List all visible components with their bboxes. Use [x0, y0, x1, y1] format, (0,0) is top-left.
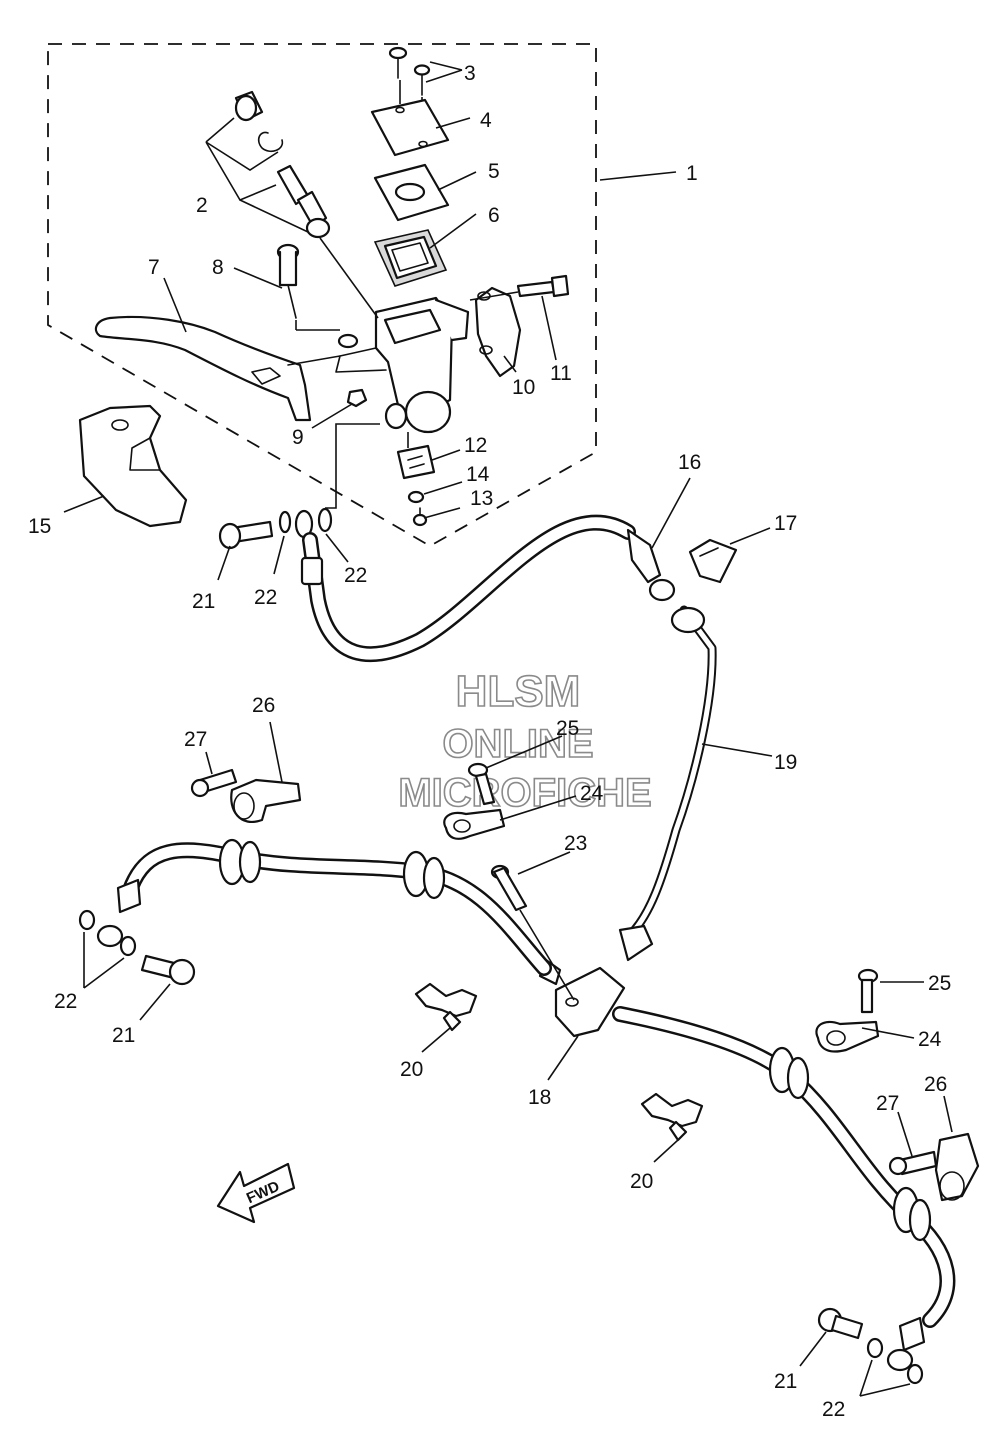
lever-holder: [474, 286, 522, 378]
callout-26-right: 26: [924, 1073, 947, 1096]
callout-23: 23: [564, 832, 587, 855]
left-union-bolt: [78, 909, 196, 986]
brake-light-switch: [396, 432, 436, 480]
callout-17: 17: [774, 512, 797, 535]
forward-direction-badge: FWD: [216, 1162, 296, 1224]
callout-24-middle: 24: [580, 782, 604, 805]
holder-bolt: [469, 274, 570, 301]
callout-26-left: 26: [252, 694, 275, 717]
callout-10: 10: [512, 376, 535, 399]
upper-union-bolt: [218, 423, 380, 550]
left-brake-hose: [96, 838, 552, 976]
callout-21-upper: 21: [192, 590, 215, 613]
callout-19: 19: [774, 751, 797, 774]
callout-18: 18: [528, 1086, 551, 1109]
callout-21-right: 21: [774, 1370, 797, 1393]
callout-7: 7: [148, 256, 160, 279]
callout-22-right: 22: [822, 1398, 845, 1421]
callout-22-upper-right: 22: [344, 564, 367, 587]
right-brake-hose: [612, 1006, 956, 1372]
right-lower-clamp: [888, 1132, 980, 1202]
reservoir-cap: [370, 98, 450, 157]
callout-leaders: [63, 61, 953, 1397]
callout-24-right: 24: [918, 1028, 942, 1051]
switch-screw: [412, 507, 428, 527]
callout-13: 13: [470, 487, 493, 510]
watermark: HLSM ONLINE MICROFICHE: [398, 666, 653, 816]
callout-22-left: 22: [54, 990, 77, 1013]
callout-25-middle: 25: [556, 717, 579, 740]
switch-washer: [407, 490, 425, 504]
assembly-boundary: [47, 43, 597, 548]
callout-20-right: 20: [630, 1170, 653, 1193]
cap-plate: [373, 163, 450, 222]
callout-22-upper-left: 22: [254, 586, 277, 609]
callout-14: 14: [466, 463, 490, 486]
watermark-line2: ONLINE: [442, 722, 593, 766]
hose-clip-20-left: [414, 982, 478, 1032]
watermark-line3: MICROFICHE: [398, 771, 651, 815]
callout-5: 5: [488, 160, 500, 183]
right-union-bolt: [817, 1307, 924, 1385]
callout-6: 6: [488, 204, 500, 227]
callout-16: 16: [678, 451, 701, 474]
right-clamp: [815, 968, 880, 1053]
hose-clip-17: [688, 538, 738, 584]
callout-labels: 1 2 3 4 5 6 7 8 9 10 11 12 13 14 15 16 1…: [28, 62, 951, 1421]
pivot-bolt: [276, 243, 359, 349]
watermark-line1: HLSM: [456, 667, 581, 716]
master-cylinder-body: [335, 296, 470, 434]
callout-27-left: 27: [184, 728, 207, 751]
callout-4: 4: [480, 109, 492, 132]
callout-27-right: 27: [876, 1092, 899, 1115]
hose-joint: [538, 958, 626, 1038]
callout-12: 12: [464, 434, 487, 457]
joint-bolt: [490, 864, 575, 1001]
callout-21-left: 21: [112, 1024, 135, 1047]
callout-2: 2: [196, 194, 208, 217]
upper-brake-hose: [300, 514, 676, 663]
pivot-nut: [346, 388, 368, 408]
diaphragm: [373, 229, 448, 287]
callout-1: 1: [686, 162, 698, 185]
callout-20-left: 20: [400, 1058, 423, 1081]
left-clamp: [190, 768, 302, 823]
callout-11: 11: [550, 362, 572, 385]
callout-9: 9: [292, 426, 304, 449]
callout-8: 8: [212, 256, 224, 279]
callout-25-right: 25: [928, 972, 951, 995]
brake-pipe: [618, 605, 717, 962]
middle-clamp: [443, 762, 506, 840]
callout-3: 3: [464, 62, 476, 85]
hose-clip-20-right: [640, 1092, 704, 1142]
brake-lever: [94, 315, 341, 422]
callout-15: 15: [28, 515, 51, 538]
lever-cover: [78, 404, 188, 528]
piston-kit: [205, 90, 379, 319]
